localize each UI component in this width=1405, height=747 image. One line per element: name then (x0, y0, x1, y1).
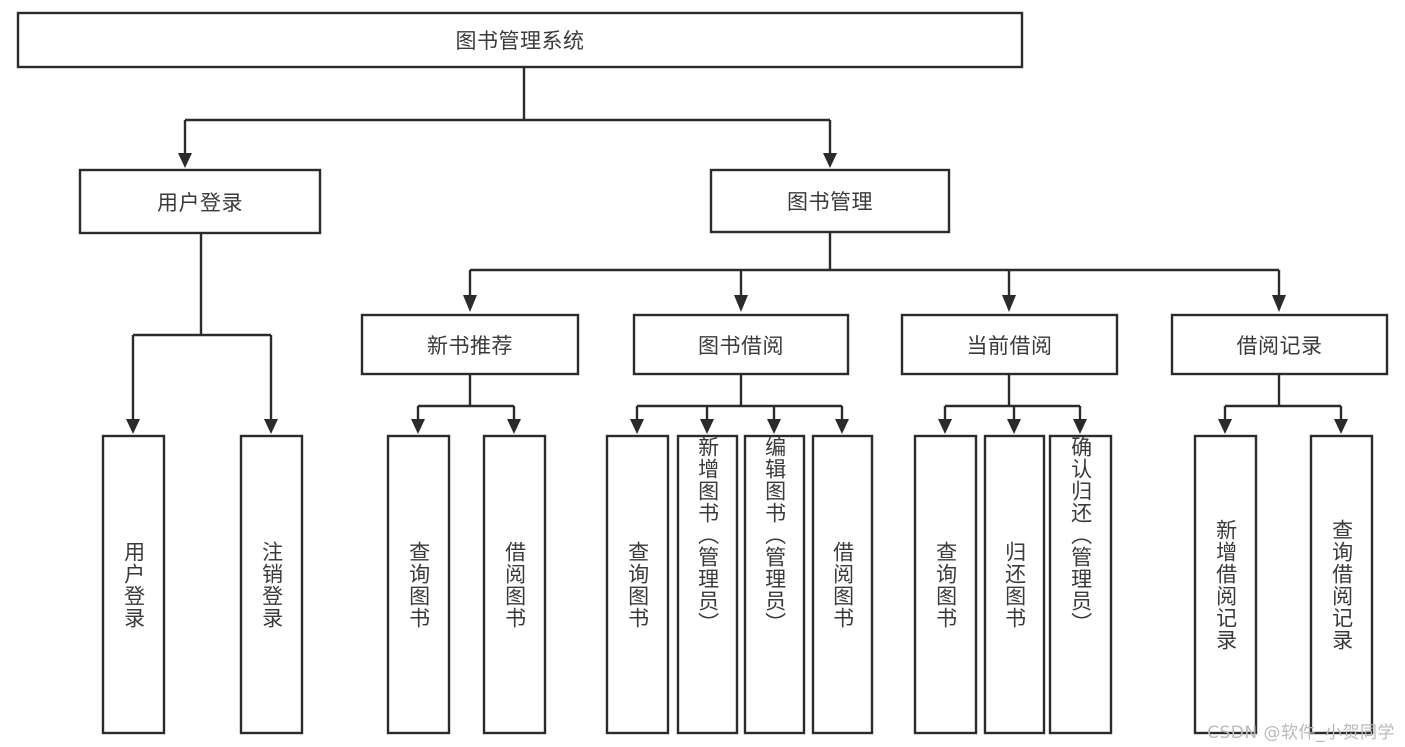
arrowhead-borrow-record (1272, 295, 1286, 312)
connector-group-book-management (463, 232, 1286, 312)
node-box-leaf-query-book-1[interactable] (386, 434, 451, 735)
arrowhead-book-management (823, 153, 837, 168)
arrowhead-cb-leaf-2 (1007, 419, 1021, 434)
node-box-leaf-query-book-3[interactable] (913, 434, 978, 735)
connector-group-current-borrow (938, 374, 1087, 434)
node-box-leaf-return-book[interactable] (983, 434, 1046, 735)
connector-group-user-login (126, 233, 278, 434)
node-box-system-title[interactable] (16, 11, 1024, 69)
arrowhead-user-login (178, 153, 192, 168)
arrowhead-nbr-leaf-1 (411, 419, 425, 434)
arrowhead-bb-leaf-1 (630, 419, 644, 434)
node-box-book-management[interactable] (709, 168, 951, 234)
node-box-book-borrow[interactable] (632, 313, 850, 376)
arrowhead-br-leaf-2 (1334, 419, 1348, 434)
node-box-new-book-recommend[interactable] (360, 313, 580, 376)
node-box-leaf-user-login[interactable] (101, 434, 166, 735)
arrowhead-cb-leaf-1 (938, 419, 952, 434)
node-box-current-borrow[interactable] (900, 313, 1119, 376)
arrowhead-bb-leaf-3 (767, 419, 781, 434)
node-box-leaf-query-record[interactable] (1309, 434, 1374, 735)
csdn-watermark: CSDN @软件_小贺同学 (1207, 723, 1395, 743)
arrowhead-br-leaf-1 (1218, 419, 1232, 434)
node-box-leaf-confirm-return[interactable] (1048, 434, 1113, 735)
arrowhead-cb-leaf-3 (1073, 419, 1087, 434)
node-box-leaf-edit-book[interactable] (743, 434, 806, 735)
arrowhead-leaf-logout (264, 419, 278, 434)
node-box-user-login[interactable] (78, 168, 322, 235)
node-box-leaf-add-record[interactable] (1193, 434, 1258, 735)
node-box-leaf-add-book[interactable] (676, 434, 739, 735)
arrowhead-bb-leaf-4 (835, 419, 849, 434)
arrowhead-book-borrow (734, 295, 748, 312)
connector-group-root (178, 67, 837, 168)
arrowhead-bb-leaf-2 (700, 419, 714, 434)
node-box-leaf-query-book-2[interactable] (605, 434, 670, 735)
arrowhead-leaf-user-login (126, 419, 140, 434)
connector-group-book-borrow (630, 374, 849, 434)
arrowhead-nbr-leaf-2 (507, 419, 521, 434)
node-box-leaf-borrow-book-1[interactable] (482, 434, 547, 735)
node-box-leaf-logout[interactable] (239, 434, 304, 735)
node-box-borrow-record[interactable] (1170, 313, 1389, 376)
node-box-leaf-borrow-book-2[interactable] (811, 434, 874, 735)
connector-group-new-book-recommend (411, 374, 521, 434)
connector-group-borrow-record (1218, 374, 1348, 434)
arrowhead-current-borrow (1002, 295, 1016, 312)
arrowhead-new-book-recommend (463, 295, 477, 312)
